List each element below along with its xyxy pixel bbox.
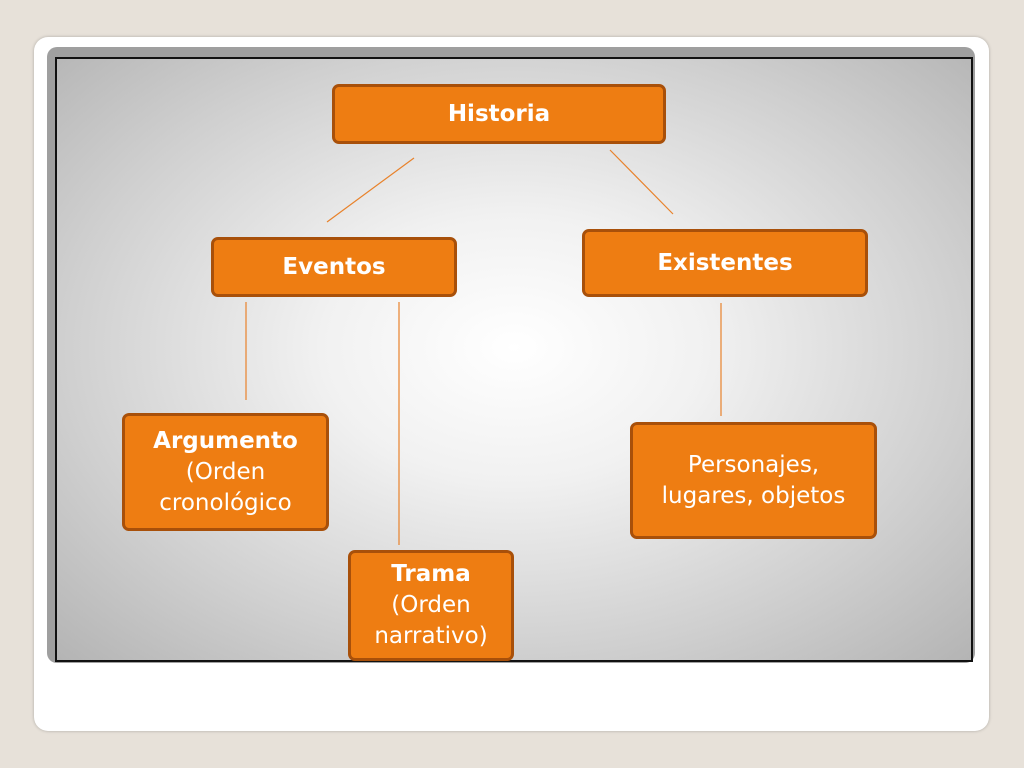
node-trama-title: Trama xyxy=(391,561,471,587)
diagram-canvas xyxy=(55,57,973,662)
node-argumento: Argumento (Orden cronológico xyxy=(122,413,329,531)
node-historia: Historia xyxy=(332,84,666,144)
node-historia-label: Historia xyxy=(447,100,551,127)
node-personajes-line1: Personajes, xyxy=(687,451,820,478)
node-argumento-line2: cronológico xyxy=(159,489,292,516)
node-trama-line2: narrativo) xyxy=(374,623,488,649)
node-personajes-line2: lugares, objetos xyxy=(661,482,846,509)
node-existentes-label: Existentes xyxy=(657,249,793,276)
node-existentes: Existentes xyxy=(582,229,868,297)
node-personajes: Personajes, lugares, objetos xyxy=(630,422,877,539)
node-eventos-label: Eventos xyxy=(282,253,386,280)
node-eventos: Eventos xyxy=(211,237,457,297)
node-argumento-line1: (Orden xyxy=(185,458,266,485)
node-argumento-title: Argumento xyxy=(153,427,298,454)
node-trama: Trama (Orden narrativo) xyxy=(348,550,514,661)
node-trama-line1: (Orden xyxy=(391,592,471,618)
